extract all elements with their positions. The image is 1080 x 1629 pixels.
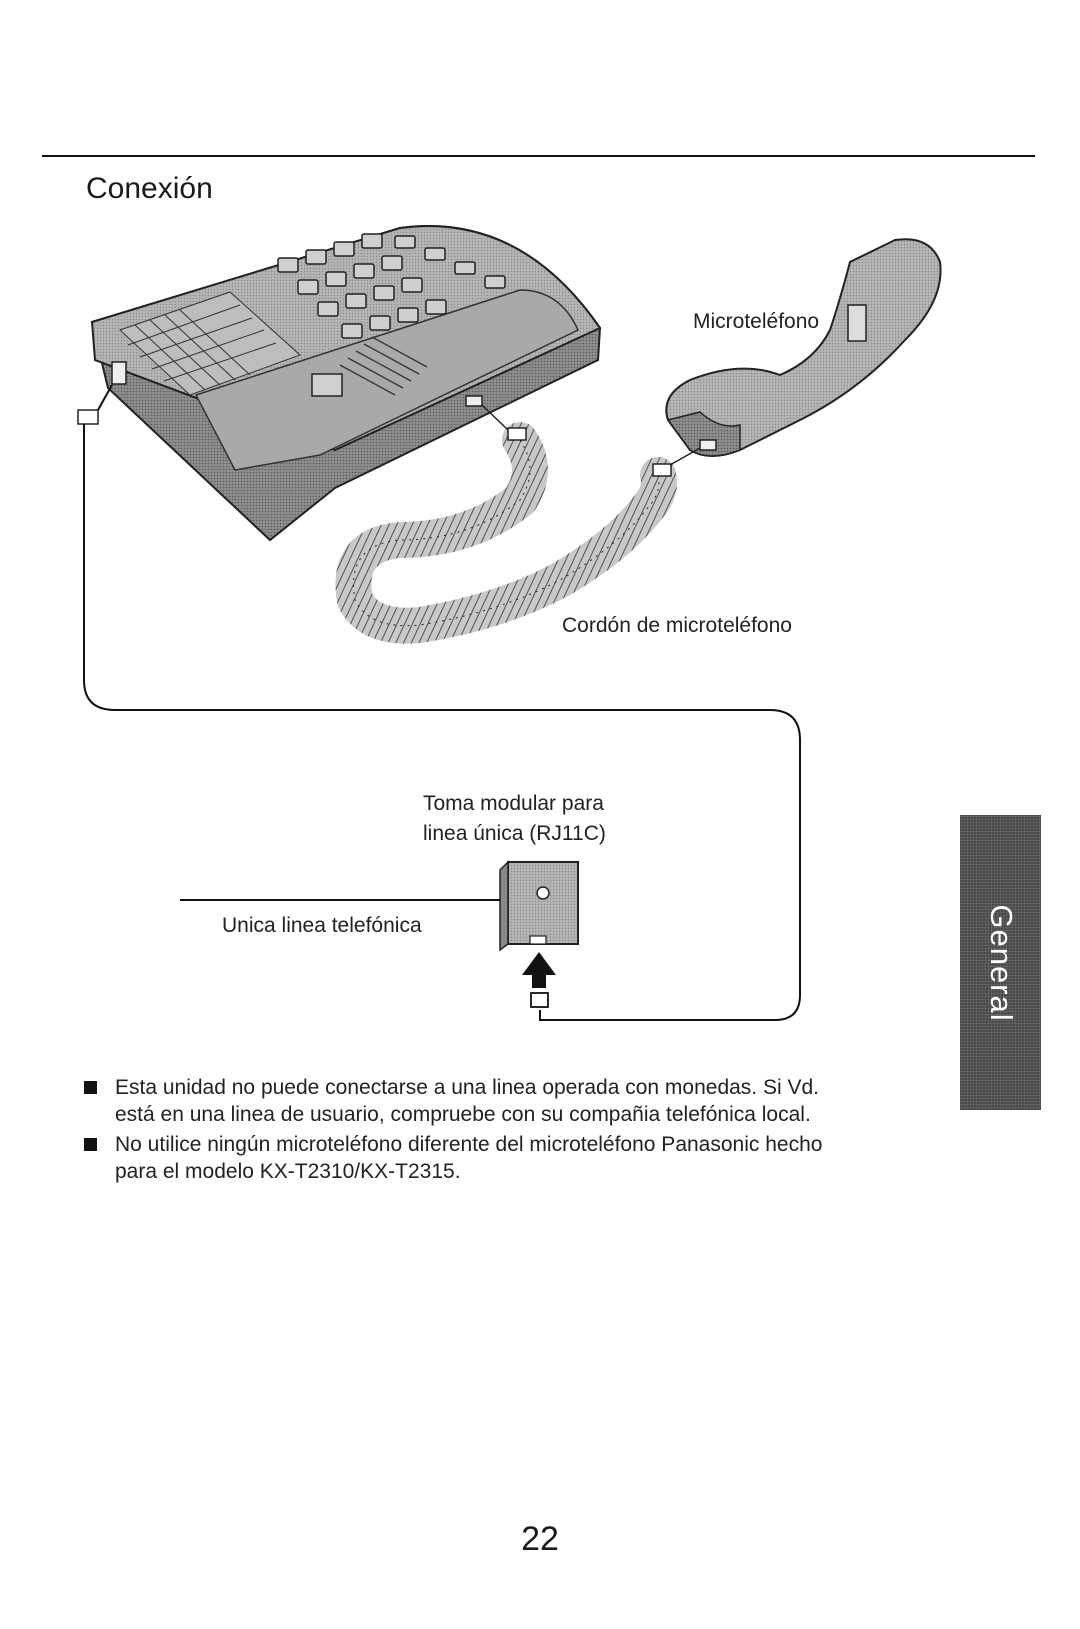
note-text: para el modelo KX-T2310/KX-T2315.	[115, 1160, 461, 1183]
note-text: está en una linea de usuario, compruebe …	[115, 1103, 811, 1126]
plug-insert-arrow	[522, 952, 556, 1008]
section-tab-label: General	[983, 903, 1019, 1022]
modular-wall-jack	[180, 860, 579, 952]
note-text: No utilice ningún microteléfono diferent…	[115, 1133, 823, 1156]
note-text: Esta unidad no puede conectarse a una li…	[115, 1076, 820, 1099]
telephone-line-cord	[77, 384, 801, 1021]
handset-jack-port	[465, 395, 483, 407]
page-title: Conexión	[86, 172, 213, 205]
hook-switch	[311, 373, 343, 397]
bullet-square-icon	[84, 1138, 97, 1151]
connection-diagram	[77, 225, 942, 1021]
label-handset: Microteléfono	[693, 310, 820, 333]
handset-illustration	[665, 238, 942, 457]
telephone-base	[90, 225, 602, 542]
list-item: Esta unidad no puede conectarse a una li…	[82, 1074, 932, 1128]
list-item: No utilice ningún microteléfono diferent…	[82, 1131, 932, 1185]
bullet-square-icon	[84, 1081, 97, 1094]
label-modular-jack-1: Toma modular para	[423, 792, 604, 815]
label-modular-jack-2: linea única (RJ11C)	[423, 822, 606, 845]
keypad	[277, 233, 506, 339]
label-handset-cord: Cordón de microteléfono	[562, 614, 792, 637]
label-phone-line: Unica linea telefónica	[222, 914, 422, 937]
speaker-grille	[339, 336, 428, 396]
header-rule	[42, 155, 1035, 157]
page-number: 22	[521, 1520, 559, 1558]
line-jack-port	[111, 361, 127, 385]
notes-list: Esta unidad no puede conectarse a una li…	[82, 1074, 932, 1188]
section-tab-general: General	[960, 815, 1041, 1110]
coiled-handset-cord	[335, 404, 701, 644]
directory-panel	[119, 291, 301, 396]
